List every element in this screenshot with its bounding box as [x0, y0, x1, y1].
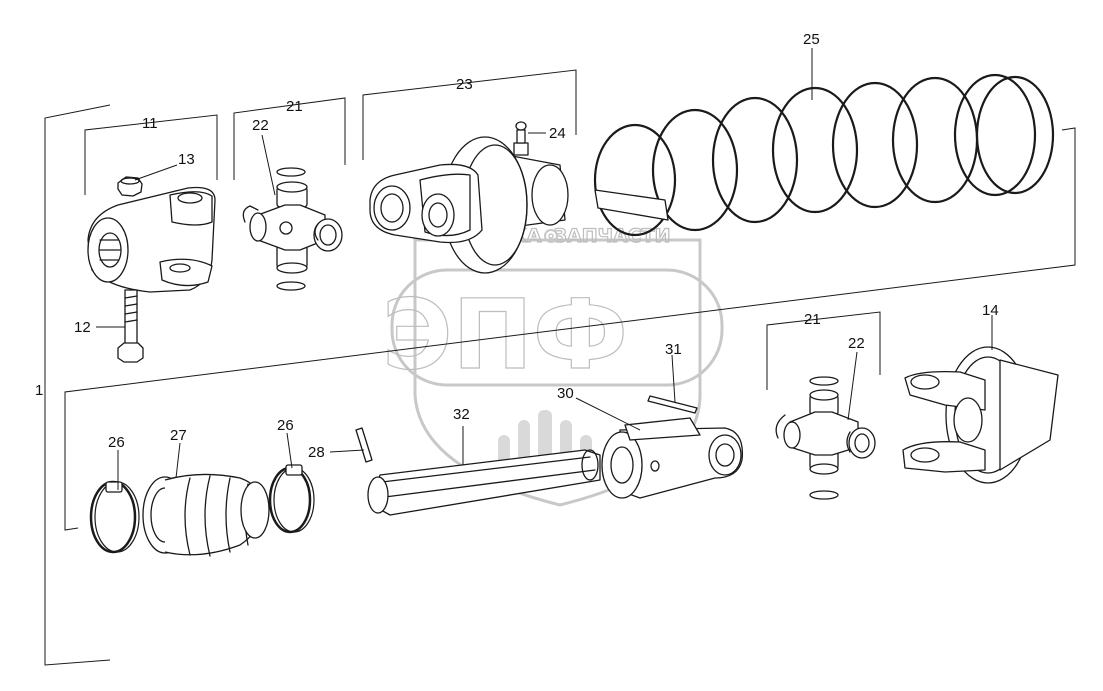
part-32-profile-tube [367, 449, 601, 516]
callout-26-left: 26 [108, 434, 125, 451]
part-26-hose-clamp-right [268, 464, 315, 534]
callout-27: 27 [170, 427, 187, 444]
part-26-hose-clamp-left [89, 480, 140, 554]
callout-32: 32 [453, 406, 470, 423]
callout-12: 12 [74, 319, 91, 336]
part-28-pin [355, 427, 373, 463]
callout-25: 25 [803, 31, 820, 48]
callout-21-upper: 21 [286, 98, 303, 115]
callout-22-lower: 22 [848, 335, 865, 352]
gear-icon [544, 229, 558, 243]
part-22-cross-journal-upper [249, 181, 343, 274]
part-25-shield-spring [593, 73, 1055, 237]
callout-22-upper: 22 [252, 117, 269, 134]
part-12-bolt [117, 289, 144, 363]
leader-lines [96, 48, 993, 490]
part-14-flanged-yoke [902, 346, 1059, 484]
part-30-inner-yoke [601, 417, 744, 499]
watermark-main-text: ЭПФ [382, 279, 628, 391]
callout-23: 23 [456, 76, 473, 93]
part-11-splined-yoke [87, 186, 216, 293]
part-21-snap-rings-lower [775, 376, 851, 500]
callout-31: 31 [665, 341, 682, 358]
callout-30: 30 [557, 385, 574, 402]
callout-14: 14 [982, 302, 999, 319]
part-21-snap-rings-upper [242, 167, 319, 291]
callout-24: 24 [549, 125, 566, 142]
callout-1: 1 [35, 382, 43, 399]
part-23-flanged-yoke [369, 136, 569, 274]
part-24-grease-nipple [513, 121, 529, 156]
callout-21-lower: 21 [804, 311, 821, 328]
part-22-cross-journal-lower [783, 389, 876, 475]
assembly-bracket-lines [44, 69, 1076, 666]
part-13-nut [117, 176, 143, 197]
part-31-roll-pin [647, 395, 698, 414]
callout-13: 13 [178, 151, 195, 168]
part-27-bellows-boot [142, 473, 270, 557]
callout-labels: 1 11 12 13 14 21 21 22 22 23 24 25 26 26… [35, 31, 999, 461]
callout-28: 28 [308, 444, 325, 461]
watermark-badge [390, 268, 724, 387]
callout-11: 11 [142, 115, 158, 132]
watermark-top-right-text: ЗАПЧАСТИ [554, 225, 671, 247]
callout-26-right: 26 [277, 417, 294, 434]
